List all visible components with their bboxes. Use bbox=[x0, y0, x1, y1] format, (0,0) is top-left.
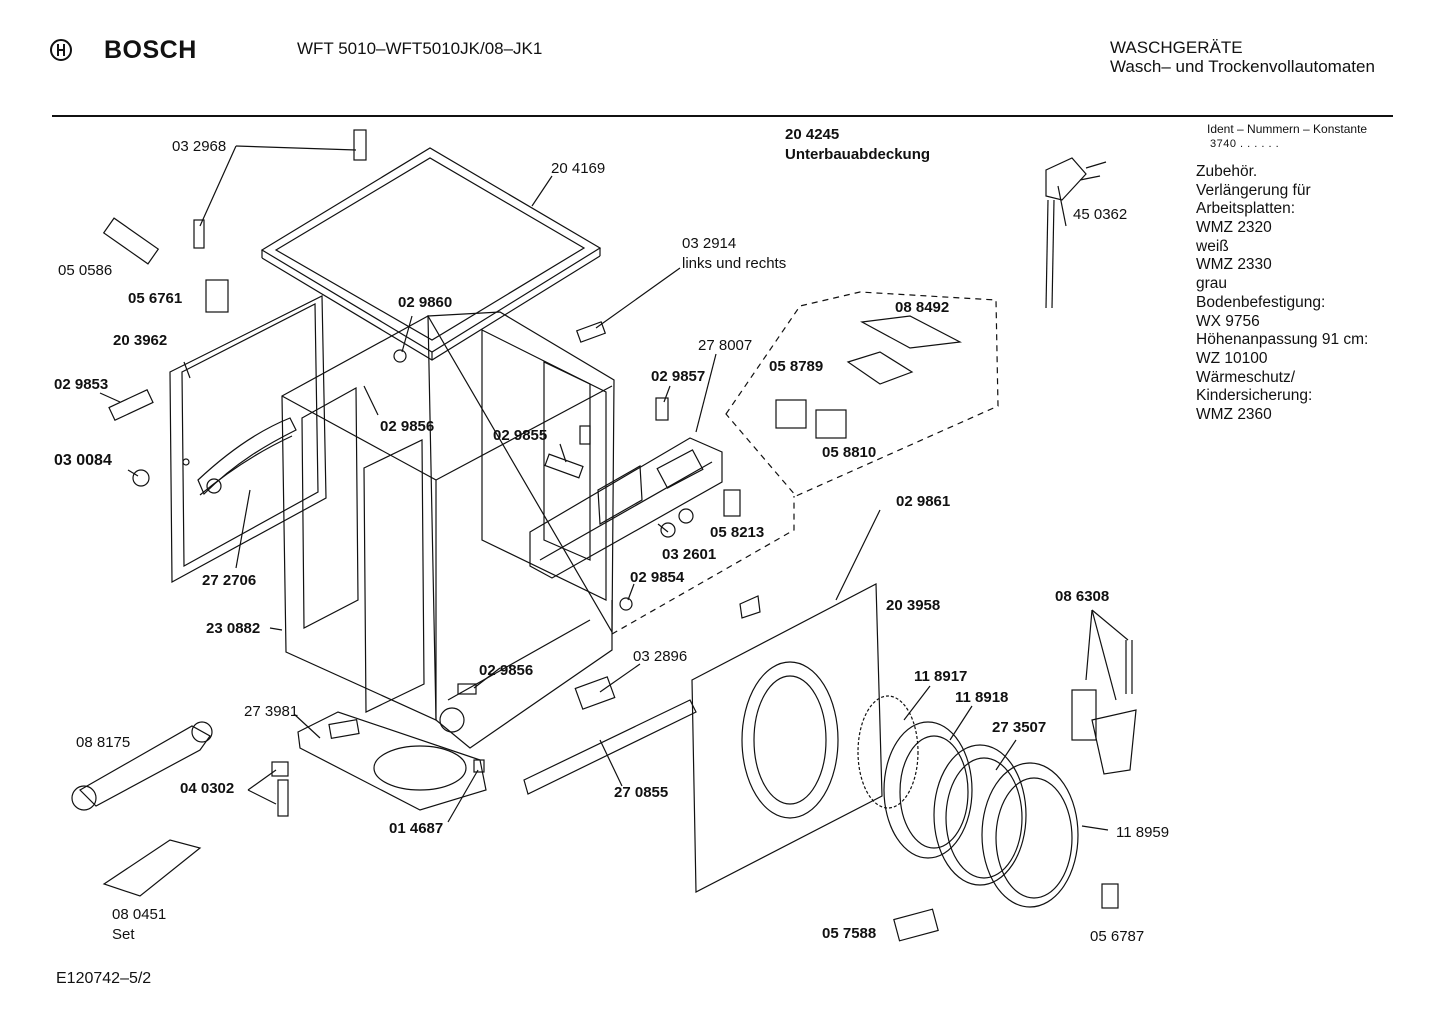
part-label: 20 3958 bbox=[886, 597, 941, 614]
part-label: 05 6761 bbox=[128, 290, 183, 307]
part-label: 05 8213 bbox=[710, 524, 765, 541]
bosch-logo-icon bbox=[50, 39, 72, 61]
part-label: 05 6787 bbox=[1090, 928, 1145, 945]
accessory-line: weiß bbox=[1196, 237, 1229, 255]
accessory-line: Zubehör. bbox=[1196, 163, 1258, 180]
part-label: 20 4169 bbox=[551, 160, 606, 177]
drawing-number: E120742–5/2 bbox=[56, 970, 152, 987]
base-plate-part bbox=[297, 711, 487, 811]
part-label: 27 8007 bbox=[698, 337, 753, 354]
wrench-tool bbox=[71, 721, 213, 811]
accessory-line: Arbeitsplatten: bbox=[1196, 200, 1296, 218]
accessory-line: WMZ 2330 bbox=[1196, 256, 1272, 274]
accessories-list: Zubehör. Verlängerung für Arbeitsplatten… bbox=[1196, 163, 1368, 425]
part-label: 23 0882 bbox=[206, 620, 261, 637]
part-label: 05 0586 bbox=[58, 262, 113, 279]
part-label: 11 8917 bbox=[914, 668, 968, 685]
part-label: 08 8175 bbox=[76, 734, 131, 751]
accessory-line: Verlängerung für bbox=[1196, 181, 1311, 199]
part-label: 27 3507 bbox=[992, 719, 1047, 736]
part-label: 11 8959 bbox=[1116, 824, 1170, 841]
accessory-line: WZ 10100 bbox=[1196, 349, 1268, 367]
subassembly-name: Unterbauabdeckung bbox=[785, 146, 931, 163]
accessory-line: grau bbox=[1196, 275, 1228, 293]
accessory-line: Wärmeschutz/ bbox=[1196, 368, 1296, 386]
part-label: 02 9855 bbox=[493, 427, 548, 444]
part-label: 02 9854 bbox=[630, 569, 685, 586]
accessory-line: Höhenanpassung 91 cm: bbox=[1196, 331, 1369, 349]
part-label-note: links und rechts bbox=[682, 255, 787, 272]
brand-name: BOSCH bbox=[104, 36, 197, 64]
part-label: 05 7588 bbox=[822, 925, 877, 942]
accessory-line: WMZ 2360 bbox=[1196, 405, 1272, 423]
front-crossmember-part bbox=[529, 437, 723, 579]
part-label-note: Set bbox=[112, 926, 135, 943]
part-label: 03 2601 bbox=[662, 546, 717, 563]
part-label: 03 2896 bbox=[633, 648, 688, 665]
part-label: 45 0362 bbox=[1073, 206, 1128, 223]
part-label: 11 8918 bbox=[955, 689, 1009, 706]
part-label: 05 8789 bbox=[769, 358, 824, 375]
accessory-line: WMZ 2320 bbox=[1196, 219, 1272, 237]
accessory-line: Kindersicherung: bbox=[1196, 387, 1313, 405]
subassembly-number: 20 4245 bbox=[785, 126, 840, 143]
accessory-line: Bodenbefestigung: bbox=[1196, 293, 1326, 311]
part-label: 02 9856 bbox=[380, 418, 435, 435]
part-088492 bbox=[860, 315, 963, 349]
part-058810 bbox=[815, 409, 847, 439]
part-label: 27 0855 bbox=[614, 784, 669, 801]
part-label: 20 3962 bbox=[113, 332, 168, 349]
part-label: 03 0084 bbox=[54, 452, 112, 469]
part-label: 02 9861 bbox=[896, 493, 951, 510]
ident-value: 3740 . . . . . . bbox=[1210, 138, 1280, 150]
part-label: 03 2968 bbox=[172, 138, 227, 155]
part-label: 02 9857 bbox=[651, 368, 706, 385]
accessory-line: WX 9756 bbox=[1196, 312, 1260, 330]
part-080451 bbox=[102, 839, 202, 897]
part-270855 bbox=[523, 699, 697, 795]
category-subtitle: Wasch– und Trockenvollautomaten bbox=[1110, 57, 1375, 76]
part-label: 08 0451 bbox=[112, 906, 167, 923]
model-number: WFT 5010–WFT5010JK/08–JK1 bbox=[297, 39, 543, 58]
part-label: 27 2706 bbox=[202, 572, 257, 589]
part-058789 bbox=[775, 399, 807, 429]
part-label: 01 4687 bbox=[389, 820, 444, 837]
part-label: 02 9860 bbox=[398, 294, 453, 311]
part-label: 02 9856 bbox=[479, 662, 534, 679]
ident-label: Ident – Nummern – Konstante bbox=[1207, 122, 1368, 136]
part-label: 05 8810 bbox=[822, 444, 877, 461]
part-label: 08 6308 bbox=[1055, 588, 1110, 605]
power-cord-part bbox=[1045, 157, 1107, 309]
part-label: 04 0302 bbox=[180, 780, 235, 797]
door-ring-parts bbox=[857, 695, 1079, 908]
part-label: 27 3981 bbox=[244, 703, 299, 720]
part-label: 03 2914 bbox=[682, 235, 737, 252]
front-panel-part bbox=[691, 583, 883, 893]
top-cover-part bbox=[260, 147, 602, 361]
cabinet-part bbox=[281, 311, 615, 749]
category-title: WASCHGERÄTE bbox=[1110, 38, 1243, 57]
part-label: 08 8492 bbox=[895, 299, 950, 316]
part-label: 02 9853 bbox=[54, 376, 109, 393]
